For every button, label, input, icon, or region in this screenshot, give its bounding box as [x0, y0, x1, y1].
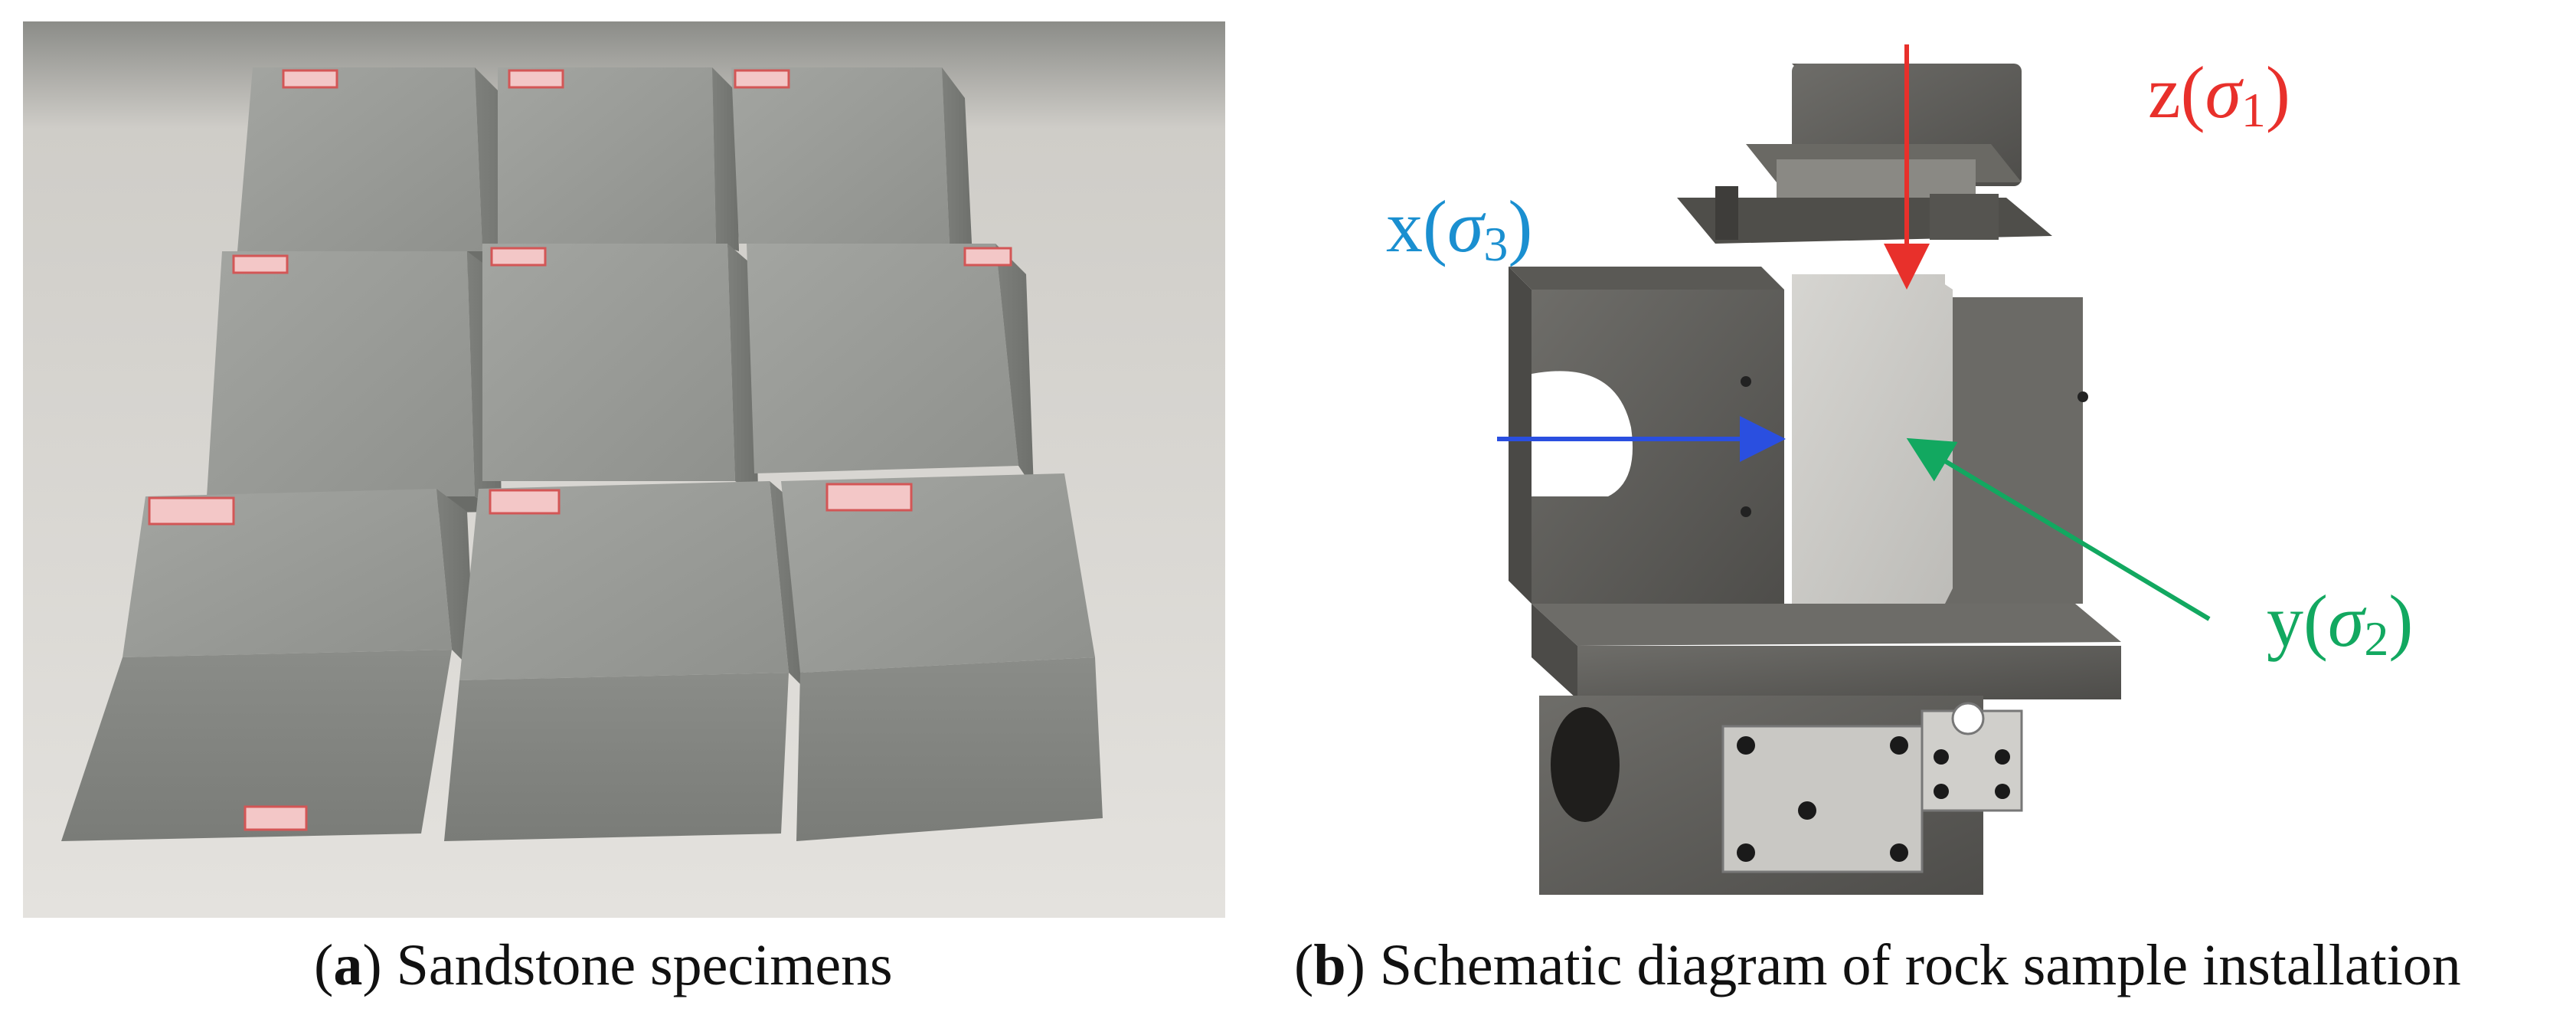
caption-a-text: Sandstone specimens: [396, 933, 893, 997]
caption-a-letter: a: [333, 933, 363, 997]
cube-middle-center: [482, 244, 758, 496]
caption-b-letter: b: [1313, 933, 1346, 997]
x-sigma3-label: x(σ3): [1386, 185, 1532, 271]
caption-panel-b: (b) Schematic diagram of rock sample ins…: [1294, 933, 2461, 997]
caption-b-text: Schematic diagram of rock sample install…: [1379, 933, 2461, 997]
sandstone-specimens-photo: [23, 21, 1225, 918]
cube-middle-right: [747, 244, 1034, 489]
cube-front-center: [444, 481, 804, 841]
rock-sample-cube: [1792, 274, 1953, 604]
caption-panel-a: (a) Sandstone specimens: [314, 933, 893, 997]
left-loading-block: [1509, 267, 1784, 604]
bottom-support-plate: [1532, 604, 2121, 699]
cube-middle-left: [191, 251, 502, 516]
right-loading-block: [1945, 297, 2129, 604]
z-sigma1-label: z(σ1): [2148, 51, 2290, 137]
cube-front-right: [781, 473, 1103, 841]
y-sigma2-label: y(σ2): [2267, 580, 2413, 666]
top-loading-plates: [1677, 64, 2052, 244]
cube-back-left: [230, 67, 521, 274]
cube-back-right: [731, 67, 973, 259]
rock-sample-installation-diagram: z(σ1) x(σ3) y(σ2): [1317, 21, 2565, 918]
loading-rig-illustration: z(σ1) x(σ3) y(σ2): [1386, 44, 2413, 895]
sandstone-cubes-illustration: [23, 21, 1225, 918]
base-body: [1539, 696, 2023, 895]
cube-front-left: [61, 489, 475, 841]
cube-back-middle: [498, 67, 739, 251]
y-axis-arrow: [1906, 437, 2211, 621]
